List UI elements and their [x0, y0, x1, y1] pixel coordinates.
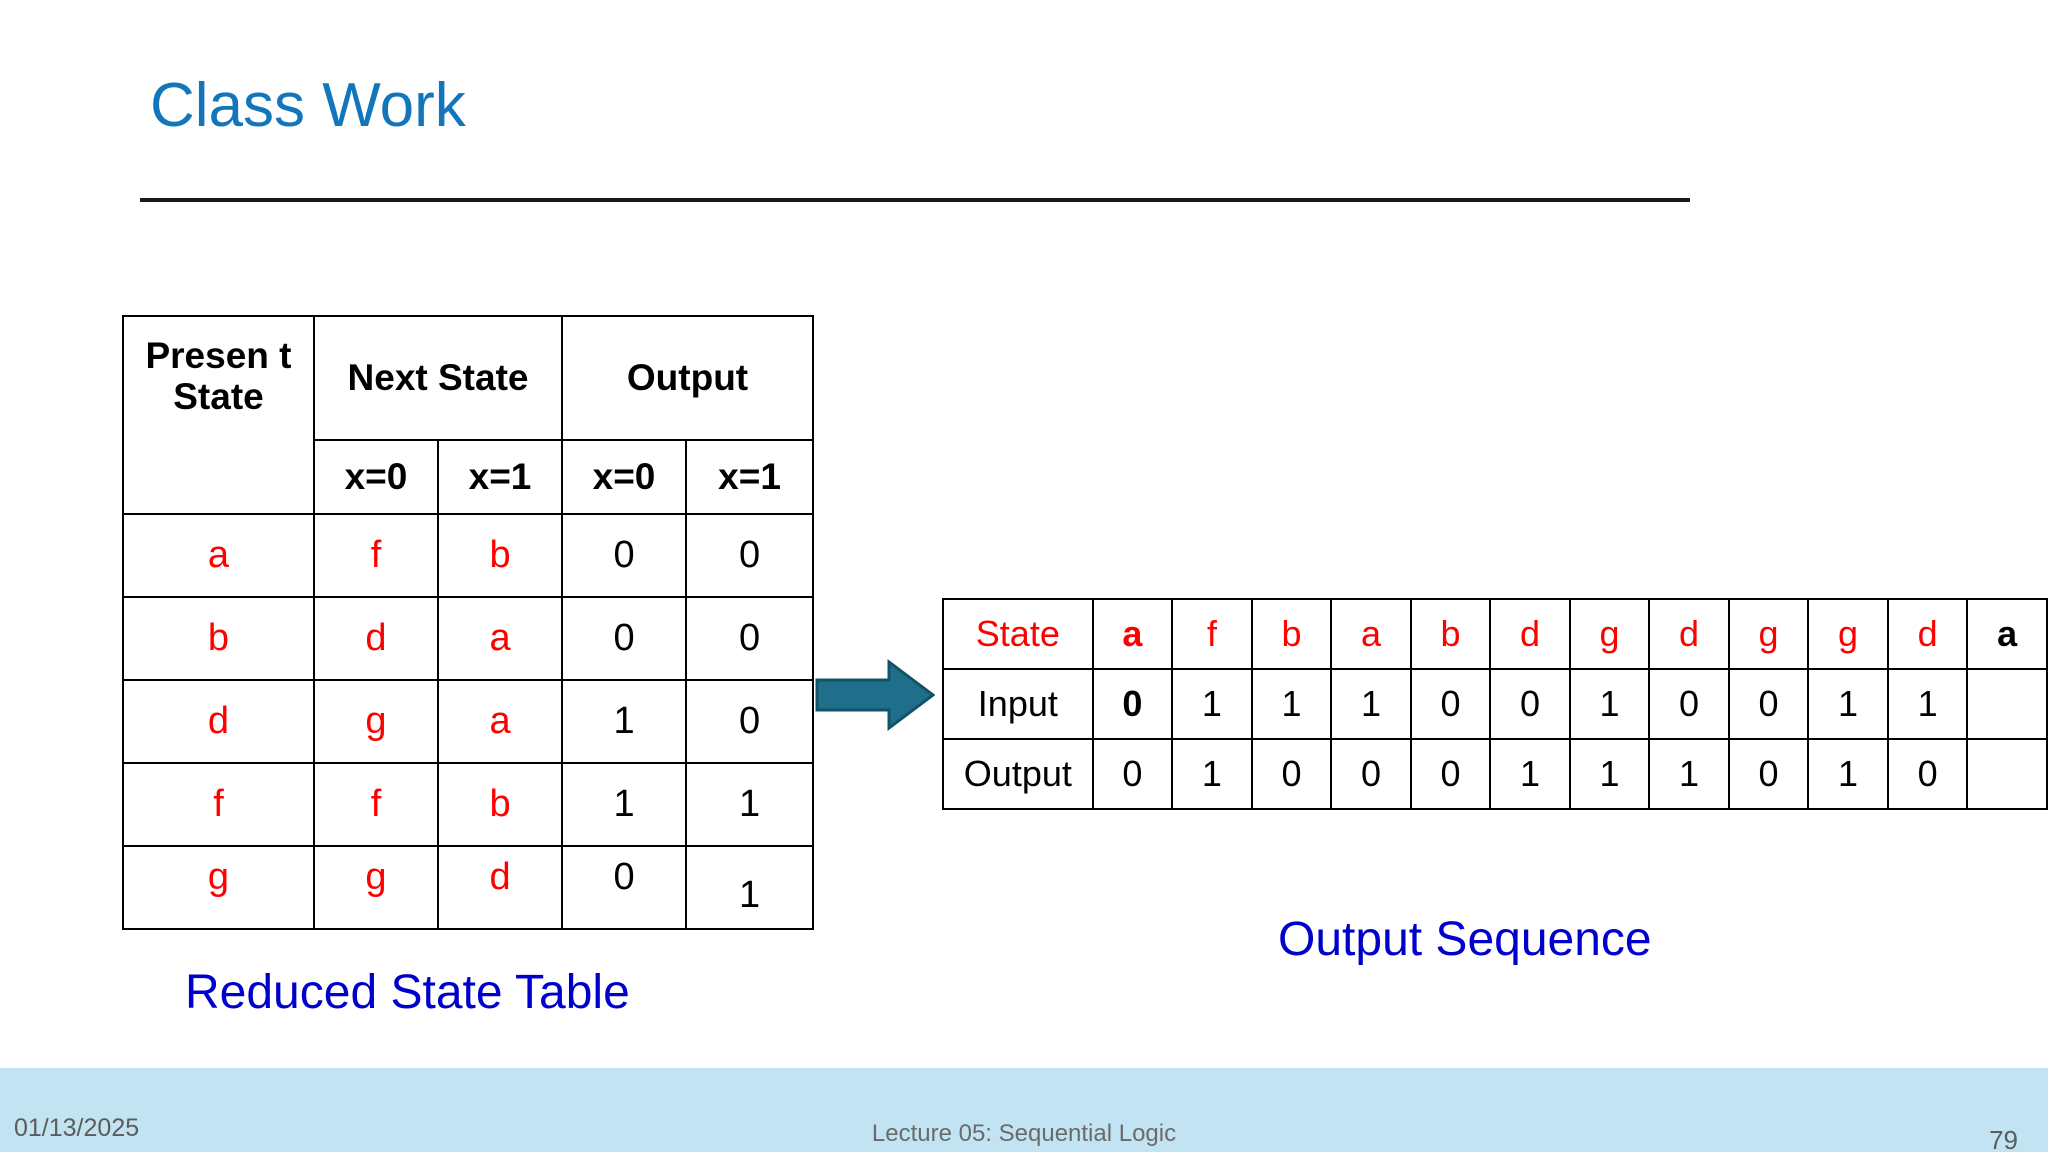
reduced-state-table: Presen t State Next State Output x=0 x=1…	[122, 315, 815, 930]
cell-next-x1: a	[436, 596, 564, 681]
output-sequence-table: State a f b a b d g d g g d a Input 0 1 …	[942, 598, 2048, 810]
seq-input-cell: 1	[1330, 668, 1412, 740]
seq-state-cell: g	[1727, 598, 1810, 670]
seq-input-cell: 1	[1171, 668, 1253, 740]
seq-state-cell: b	[1250, 598, 1333, 670]
cell-output-x0: 0	[561, 596, 688, 681]
cell-output-x1: 1	[685, 845, 815, 930]
seq-state-cell: a	[1091, 598, 1174, 670]
cell-present-state: b	[122, 596, 315, 681]
table-header-row: Presen t State Next State Output	[122, 315, 815, 515]
cell-next-x1: b	[436, 513, 564, 598]
table-row: d g a 1 0	[122, 679, 815, 764]
seq-output-cell: 0	[1409, 738, 1492, 810]
seq-output-cell: 0	[1330, 738, 1412, 810]
seq-input-cell: 0	[1489, 668, 1571, 740]
cell-output-x0: 1	[561, 679, 688, 764]
title-divider	[140, 198, 1690, 202]
seq-input-cell: 1	[1886, 668, 1969, 740]
subheader-output-x0: x=0	[561, 439, 688, 515]
seq-output-cell: 0	[1886, 738, 1969, 810]
cell-output-x0: 0	[561, 845, 688, 930]
seq-state-cell: d	[1886, 598, 1969, 670]
footer-bar	[0, 1068, 2048, 1152]
output-sequence-caption: Output Sequence	[1278, 913, 1652, 966]
subheader-next-x0: x=0	[313, 439, 439, 515]
page-title: Class Work	[150, 71, 466, 140]
row-label-input: Input	[942, 668, 1094, 740]
seq-output-cell: 1	[1489, 738, 1571, 810]
row-label-state: State	[942, 598, 1094, 670]
cell-present-state: d	[122, 679, 315, 764]
row-label-output: Output	[942, 738, 1094, 810]
seq-state-cell: a	[1330, 598, 1412, 670]
sequence-output-row: Output 0 1 0 0 0 1 1 1 0 1 0	[942, 738, 2048, 810]
cell-output-x1: 0	[685, 513, 815, 598]
sequence-input-row: Input 0 1 1 1 0 0 1 0 0 1 1	[942, 668, 2048, 740]
reduced-state-table-caption: Reduced State Table	[185, 966, 630, 1019]
cell-output-x1: 0	[685, 596, 815, 681]
cell-output-x0: 1	[561, 762, 688, 847]
subheader-next-x1: x=1	[436, 439, 564, 515]
seq-state-cell: g	[1807, 598, 1889, 670]
sequence-state-row: State a f b a b d g d g g d a	[942, 598, 2048, 670]
cell-text: g	[365, 856, 387, 898]
seq-output-cell: 1	[1648, 738, 1730, 810]
table-subheader-row: x=0 x=1 x=0 x=1	[123, 439, 815, 515]
cell-output-x1: 1	[685, 762, 815, 847]
subheader-output-x1: x=1	[685, 439, 815, 515]
cell-next-x0: d	[313, 596, 439, 681]
seq-input-cell-empty	[1966, 668, 2048, 740]
cell-next-x0: g	[313, 679, 439, 764]
cell-next-x1: d	[436, 845, 564, 930]
cell-next-x1: a	[436, 679, 564, 764]
header-next-state: Next State	[312, 315, 564, 441]
footer-page-number: 79	[1989, 1125, 2018, 1155]
seq-input-cell: 1	[1250, 668, 1333, 740]
seq-input-cell: 0	[1409, 668, 1492, 740]
seq-state-cell: b	[1409, 598, 1492, 670]
cell-present-state: g	[122, 845, 315, 930]
cell-text: 1	[738, 874, 761, 916]
seq-output-cell: 1	[1171, 738, 1253, 810]
cell-present-state: f	[122, 762, 315, 847]
seq-output-cell: 1	[1807, 738, 1889, 810]
seq-input-cell: 0	[1727, 668, 1810, 740]
table-row: b d a 0 0	[122, 596, 815, 681]
seq-input-cell: 1	[1568, 668, 1651, 740]
cell-output-x1: 0	[685, 679, 815, 764]
seq-output-cell: 0	[1250, 738, 1333, 810]
seq-output-cell: 0	[1091, 738, 1174, 810]
cell-present-state: a	[122, 513, 315, 598]
table-row: a f b 0 0	[122, 513, 815, 598]
header-present-state: Presen t State	[122, 315, 315, 515]
cell-text: g	[207, 856, 230, 898]
cell-output-x0: 0	[561, 513, 688, 598]
seq-input-cell: 0	[1091, 668, 1174, 740]
cell-text: d	[489, 856, 511, 898]
seq-state-cell: g	[1568, 598, 1651, 670]
table-row: f f b 1 1	[122, 762, 815, 847]
table-row: g g d 0 1	[122, 845, 815, 930]
seq-output-cell-empty	[1966, 738, 2048, 810]
seq-state-cell: d	[1489, 598, 1571, 670]
cell-next-x0: f	[313, 513, 439, 598]
seq-output-cell: 1	[1568, 738, 1651, 810]
seq-input-cell: 0	[1648, 668, 1730, 740]
footer-lecture-title: Lecture 05: Sequential Logic	[871, 1120, 1177, 1147]
seq-state-cell-final: a	[1966, 598, 2048, 670]
cell-next-x0: g	[313, 845, 439, 930]
footer-date: 01/13/2025	[14, 1114, 140, 1142]
cell-next-x1: b	[436, 762, 564, 847]
seq-state-cell: f	[1171, 598, 1253, 670]
cell-next-x0: f	[313, 762, 439, 847]
header-output: Output	[561, 315, 815, 441]
seq-output-cell: 0	[1727, 738, 1810, 810]
right-arrow-icon	[815, 659, 935, 731]
cell-text: 0	[613, 856, 635, 898]
seq-input-cell: 1	[1807, 668, 1889, 740]
seq-state-cell: d	[1648, 598, 1730, 670]
